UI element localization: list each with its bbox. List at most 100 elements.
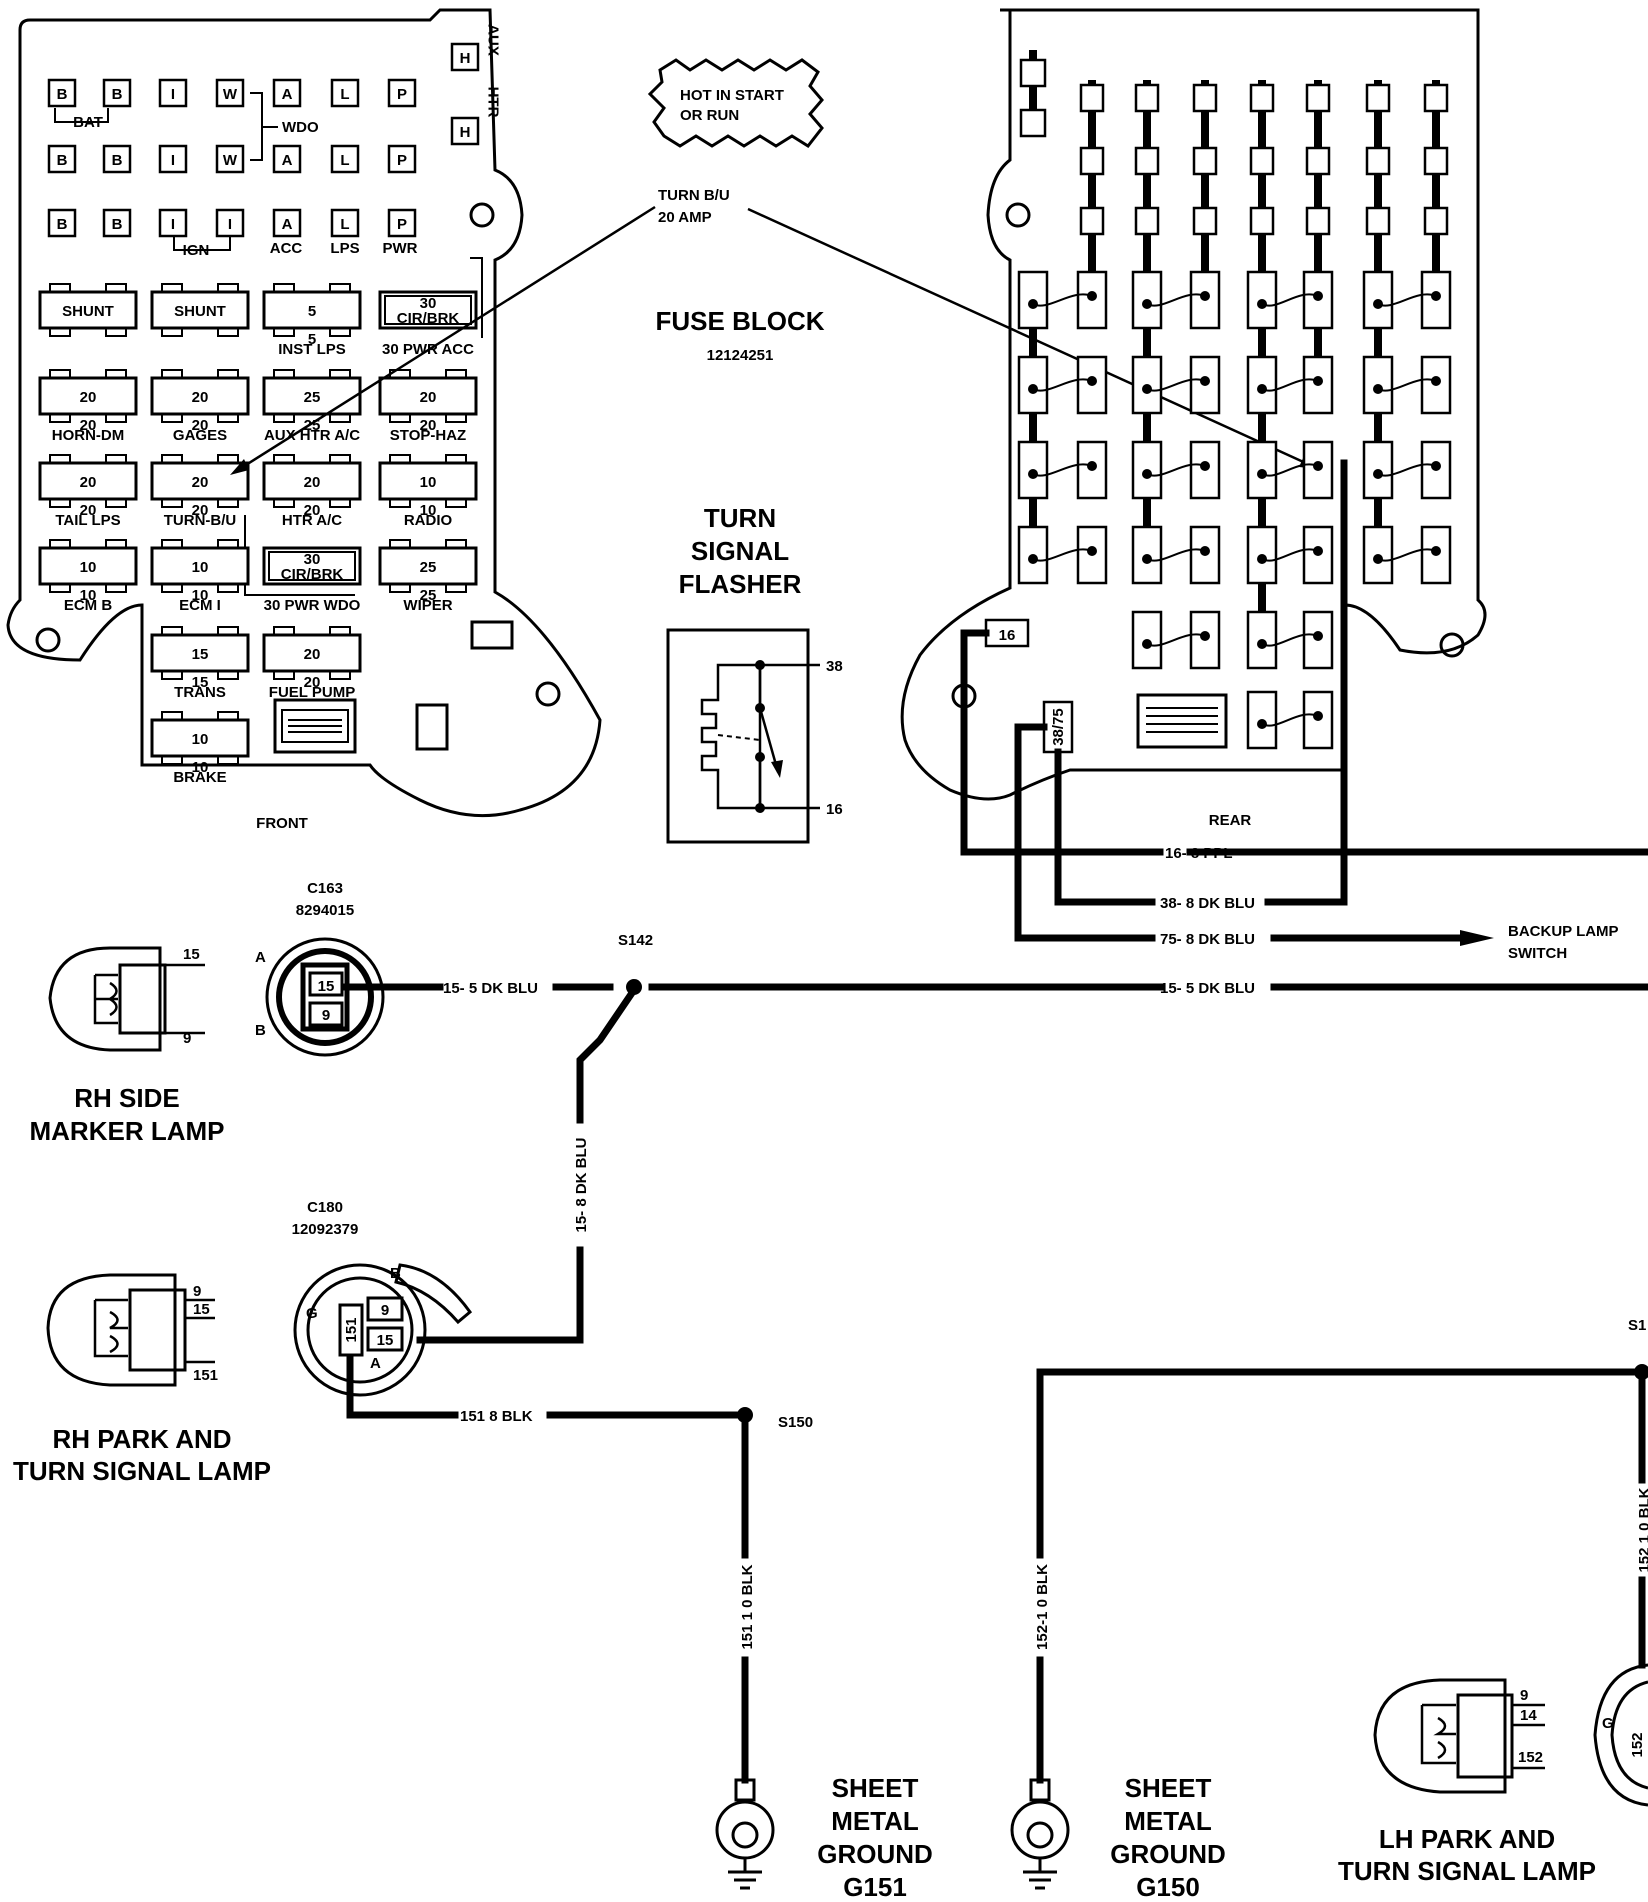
rear-panel-outline: [900, 8, 1487, 801]
svg-text:TAIL LPS: TAIL LPS: [55, 512, 120, 529]
svg-text:GAGES: GAGES: [173, 427, 227, 444]
terminal-label: I: [171, 152, 175, 169]
htr-fuse-label: H: [460, 124, 471, 141]
svg-text:10: 10: [80, 587, 97, 604]
c180-term-9: 9: [381, 1302, 389, 1319]
c163-pin-b: B: [255, 1022, 266, 1039]
svg-text:10: 10: [192, 731, 209, 748]
terminal-label: P: [397, 86, 407, 103]
svg-text:INST LPS: INST LPS: [278, 341, 346, 358]
svg-text:20: 20: [80, 474, 97, 491]
svg-text:25: 25: [420, 587, 437, 604]
rh-park-label-2: TURN SIGNAL LAMP: [13, 1456, 271, 1486]
rear-bus-grid: [1017, 50, 1452, 750]
g151-label-4: G151: [843, 1872, 907, 1902]
terminal-l: [330, 144, 360, 174]
svg-text:TRANS: TRANS: [174, 684, 226, 701]
front-panel-outline: [6, 8, 602, 818]
ground-g150: SHEET METAL GROUND G150: [1010, 1773, 1226, 1902]
svg-text:30: 30: [304, 551, 321, 568]
terminal-b: [102, 78, 132, 108]
svg-text:CIR/BRK: CIR/BRK: [281, 566, 344, 583]
flasher-pin-16: 16: [826, 801, 843, 818]
c163-name: C163: [307, 880, 343, 897]
s1-label: S1: [1628, 1317, 1646, 1334]
terminal-i: [158, 78, 188, 108]
hot-label-1: HOT IN START: [680, 87, 784, 104]
acc-label: ACC: [270, 240, 303, 257]
rear-caption: REAR: [1209, 812, 1252, 829]
svg-text:10: 10: [192, 587, 209, 604]
fuse-block-title: FUSE BLOCK: [656, 306, 825, 336]
connector-slot: [470, 620, 514, 650]
terminal-i: [158, 144, 188, 174]
turn-bu-label: TURN B/U: [658, 187, 730, 204]
terminal-p: [387, 78, 417, 108]
lh-park-pin-14: 14: [1520, 1707, 1537, 1724]
connector-slot: [415, 703, 449, 751]
rh-side-label-2: MARKER LAMP: [30, 1116, 225, 1146]
callout-line: [237, 205, 656, 472]
terminal-label: A: [282, 152, 293, 169]
svg-text:SHUNT: SHUNT: [174, 303, 226, 320]
svg-text:25: 25: [420, 559, 437, 576]
svg-text:20: 20: [192, 417, 209, 434]
terminal-label: W: [223, 86, 238, 103]
terminal-label: B: [112, 86, 123, 103]
terminal-b: [47, 144, 77, 174]
svg-text:15: 15: [192, 646, 209, 663]
c180-term-151: 151: [343, 1317, 360, 1342]
svg-text:BRAKE: BRAKE: [173, 769, 226, 786]
svg-text:10: 10: [192, 759, 209, 776]
mount-hole: [1005, 202, 1031, 228]
svg-text:10: 10: [80, 559, 97, 576]
splice-s142: [626, 979, 642, 995]
terminal-label: A: [282, 216, 293, 233]
wire-152v-label: 152-1 0 BLK: [1034, 1564, 1051, 1650]
terminal-a: [272, 144, 302, 174]
connector-c163: C163 8294015 15 9 A B: [255, 880, 385, 1057]
svg-text:5: 5: [308, 331, 316, 348]
backup-lamp-label-1: BACKUP LAMP: [1508, 923, 1619, 940]
svg-text:30: 30: [420, 295, 437, 312]
wire-right-label: 152 1 0 BLK: [1636, 1487, 1648, 1572]
terminal-label: P: [397, 216, 407, 233]
svg-text:15: 15: [192, 674, 209, 691]
svg-text:20: 20: [192, 502, 209, 519]
bat-label: BAT: [73, 114, 103, 131]
wire-15a-label: 15- 5 DK BLU: [443, 980, 538, 997]
mount-hole: [469, 202, 495, 228]
svg-text:20: 20: [304, 502, 321, 519]
terminal-w: [215, 78, 245, 108]
lh-park-label-2: TURN SIGNAL LAMP: [1338, 1856, 1596, 1886]
s142-label: S142: [618, 932, 653, 949]
svg-text:10: 10: [420, 502, 437, 519]
wire-15v-label: 15- 8 DK BLU: [573, 1137, 590, 1232]
terminal-label: B: [112, 152, 123, 169]
wiring: [336, 459, 1648, 1784]
lps-label: LPS: [330, 240, 359, 257]
fuse-block-pn: 12124251: [707, 347, 774, 364]
rh-side-pin-15: 15: [183, 946, 200, 963]
terminal-w: [215, 144, 245, 174]
svg-text:25: 25: [304, 389, 321, 406]
terminal-label: L: [340, 152, 349, 169]
pwr-label: PWR: [383, 240, 418, 257]
turn-signal-flasher: 38 16: [666, 628, 843, 844]
c180-name: C180: [307, 1199, 343, 1216]
terminal-label: L: [340, 86, 349, 103]
terminal-b: [47, 208, 77, 238]
